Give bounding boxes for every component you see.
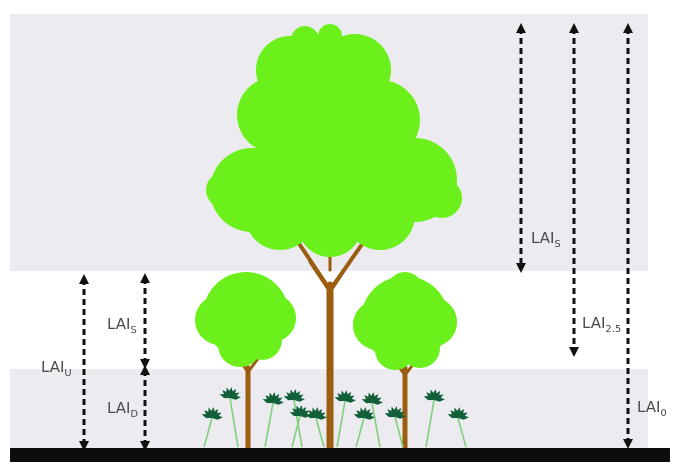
label-lai-0: LAI0 xyxy=(637,398,667,419)
understory-plant xyxy=(219,387,241,448)
understory-plant xyxy=(334,390,356,448)
understory-plant xyxy=(353,407,375,448)
understory-plant xyxy=(289,405,311,448)
label-lai-2-5: LAI2.5 xyxy=(582,314,621,335)
understory-plant xyxy=(423,389,445,448)
understory-plant xyxy=(384,406,406,448)
left-small-tree xyxy=(195,272,296,452)
understory-plant xyxy=(447,407,469,448)
label-lai-s-lower: LAIS xyxy=(107,315,137,336)
tall-tree-canopy xyxy=(206,24,462,257)
right-small-tree xyxy=(353,272,457,452)
understory-plant xyxy=(201,407,223,448)
understory-plant xyxy=(361,392,383,448)
understory-plant xyxy=(262,392,284,448)
understory-plant xyxy=(305,407,327,448)
label-lai-d: LAID xyxy=(107,399,138,420)
ground-bar xyxy=(10,448,670,462)
understory-plants xyxy=(201,387,469,448)
label-lai-u: LAIU xyxy=(41,358,72,379)
label-lai-s-top: LAIS xyxy=(531,229,561,250)
